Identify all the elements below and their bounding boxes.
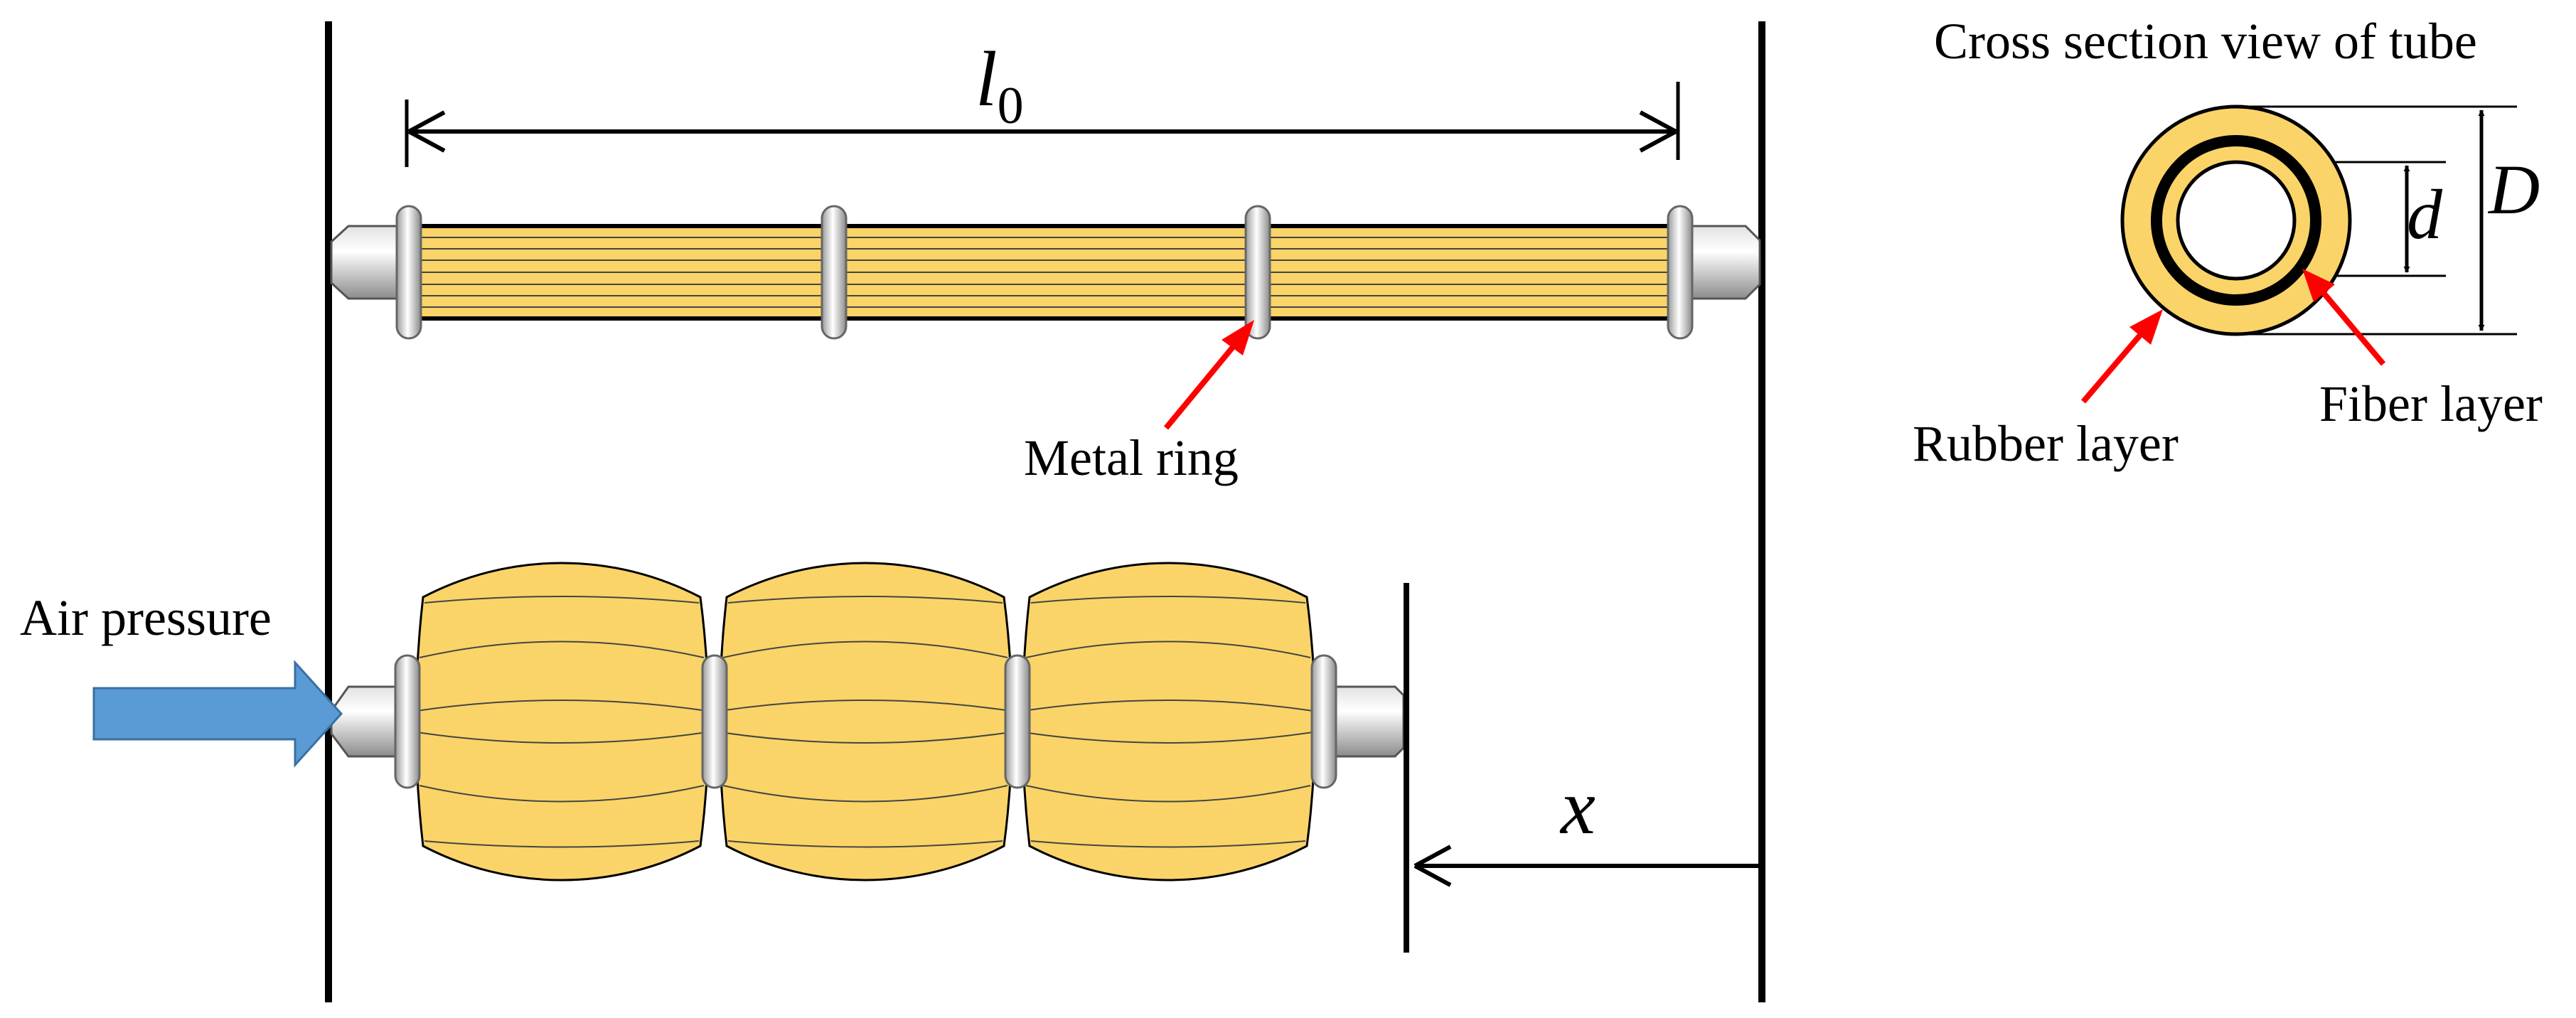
metal-ring-arrow: [1163, 336, 1243, 430]
fiber-layer-arrowhead: [2302, 269, 2335, 302]
air-pressure-label: Air pressure: [20, 589, 272, 646]
d-label: d: [2407, 175, 2443, 254]
metal-ring: [394, 654, 421, 789]
l0-label: l0: [976, 36, 1024, 135]
metal-ring: [1310, 654, 1337, 789]
metal-ring: [1667, 205, 1694, 340]
cross-section: [2120, 105, 2517, 336]
metal-ring: [395, 205, 422, 340]
metal-ring: [1244, 205, 1271, 340]
D-label: D: [2487, 150, 2540, 229]
metal-ring: [701, 654, 728, 789]
fiber-layer-arrow: [2316, 286, 2386, 366]
fiber-layer-label: Fiber layer: [2319, 375, 2543, 432]
cross-section-title: Cross section view of tube: [1934, 13, 2477, 70]
air-pressure-arrow: [92, 660, 343, 768]
x-dimension-arrowhead: [1413, 845, 1452, 887]
rubber-layer-arrowhead: [2129, 309, 2163, 345]
metal-ring-arrowhead: [1222, 320, 1254, 355]
rubber-layer-label: Rubber layer: [1913, 415, 2179, 472]
left-end-cap: [330, 685, 403, 758]
l0-dimension: [405, 82, 1680, 167]
bulge-3: [1021, 562, 1316, 882]
inner-bore: [2176, 160, 2297, 281]
metal-ring-label: Metal ring: [1024, 429, 1239, 486]
bulge-1: [415, 562, 710, 882]
fiber-layer: [2151, 135, 2321, 306]
relaxed-tube: [330, 205, 1761, 340]
rubber-layer-arrow: [2080, 326, 2149, 404]
left-end-cap: [330, 225, 403, 300]
bulge-2: [718, 562, 1013, 882]
right-end-cap: [1325, 685, 1405, 758]
x-label: x: [1559, 764, 1596, 850]
metal-ring: [821, 205, 848, 340]
metal-ring: [1004, 654, 1031, 789]
inflated-tube: [330, 562, 1405, 882]
